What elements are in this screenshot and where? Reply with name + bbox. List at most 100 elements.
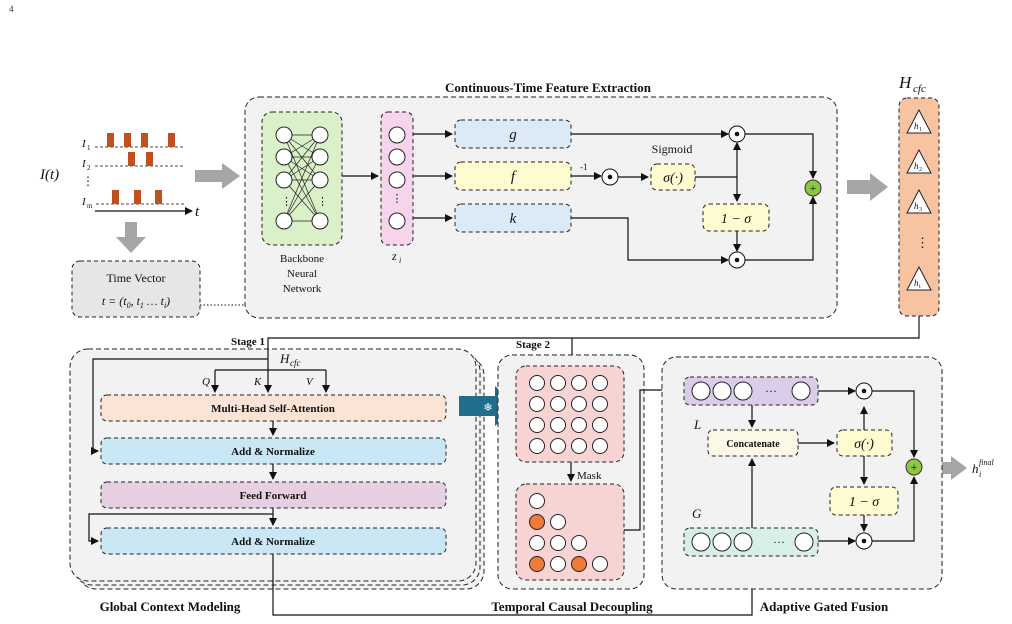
time-vector-box: Time Vector t = (t0, t1 … ti) (71, 260, 201, 318)
attention-cell (571, 438, 587, 454)
spike (155, 190, 162, 204)
hcfc-column: H cfc h 1 h 2 h 3 ⋮ h i (898, 73, 940, 317)
hcfc-connector (267, 316, 920, 349)
attention-cell (592, 417, 608, 433)
spike (107, 133, 114, 147)
backbone-edge (283, 179, 321, 222)
backbone-node (275, 212, 293, 230)
stage2-caption: Temporal Causal Decoupling (491, 599, 653, 614)
h-item-icon (906, 148, 932, 174)
spike (112, 190, 119, 204)
h-item-label: h (914, 161, 919, 171)
h-item-sub: i (919, 284, 921, 290)
backbone-node (311, 212, 329, 230)
h-vdots: ⋮ (916, 235, 929, 250)
signal-row-sub: 2 (87, 164, 91, 172)
fusion-panel: ··· L ··· G Concatenate σ(·) 1 − σ + A (661, 356, 943, 614)
mhsa-block (100, 394, 447, 422)
signal-vdots: ⋮ (82, 174, 94, 188)
backbone-edge (283, 134, 321, 181)
attention-cell (592, 396, 608, 412)
h-item-sub: 3 (919, 207, 922, 213)
sigmoid-title: Sigmoid (652, 142, 693, 156)
cfe-panel: Continuous-Time Feature Extraction ⋮⋮ Ba… (244, 80, 838, 319)
gray-arrow-icon (116, 222, 146, 253)
masked-cell (592, 556, 608, 572)
backbone-vdots: ⋮ (281, 196, 292, 208)
backbone-label-3: Network (283, 283, 322, 295)
l-label: L (693, 417, 701, 432)
attention-cell (550, 375, 566, 391)
stage1-hcfc: H (279, 351, 290, 366)
attention-cell (592, 375, 608, 391)
addnorm2-block (100, 527, 447, 555)
cfe-title: Continuous-Time Feature Extraction (445, 80, 652, 95)
hcfc-sub: cfc (913, 83, 926, 95)
attention-grid (529, 375, 608, 454)
g-dots: ··· (773, 535, 785, 549)
h-item-icon (906, 188, 932, 214)
signal-row-sub: m (87, 202, 93, 210)
h-item-icon (906, 265, 932, 291)
masked-cell (529, 556, 545, 572)
backbone-vdots: ⋮ (317, 196, 328, 208)
attention-cell (571, 417, 587, 433)
backbone-label-2: Neural (287, 268, 317, 280)
snowflake-icon: ❄ (483, 401, 492, 414)
gray-arrow-icon (195, 163, 240, 189)
backbone-label-1: Backbone (280, 253, 324, 265)
masked-cell (529, 493, 545, 509)
mhsa-label: Multi-Head Self-Attention (211, 403, 335, 415)
sigmoid-block (650, 163, 696, 191)
g-label: g (509, 127, 517, 143)
concat-label: Concatenate (726, 439, 780, 450)
g-label: G (692, 506, 702, 521)
output-sub: i (979, 470, 981, 479)
stage2-panel: Stage 2 Mask Temporal Causal Decoupling (491, 339, 653, 614)
attention-cell (550, 417, 566, 433)
k-label: k (510, 211, 517, 227)
masked-cell (550, 535, 566, 551)
backbone-edge (283, 156, 321, 222)
signal-row-label: I (81, 158, 87, 170)
h-item-label: h (914, 121, 919, 131)
plus-sign: + (810, 181, 817, 195)
z-sub: i (399, 256, 401, 265)
l-dots: ··· (765, 384, 777, 398)
backbone-node (275, 126, 293, 144)
time-vector-formula: t = (t0, t1 … ti) (102, 294, 170, 310)
plus-node-icon (905, 458, 923, 476)
attention-cell (529, 396, 545, 412)
backbone-node (275, 148, 293, 166)
h-item-label: h (914, 201, 919, 211)
addnorm2-label: Add & Normalize (231, 536, 315, 548)
z-label: z (391, 249, 397, 263)
backbone-node (275, 171, 293, 189)
signal-row-sub: 1 (87, 144, 91, 152)
plus-sign: + (911, 460, 918, 474)
attention-cell (529, 375, 545, 391)
k-label: K (253, 376, 262, 388)
backbone-nodes: ⋮⋮ (275, 126, 329, 230)
hcfc-label: H (898, 73, 913, 92)
h-item-label: h (914, 278, 919, 288)
one-minus-sigma-block (702, 203, 770, 232)
mask-label: Mask (577, 470, 602, 482)
backbone-node (311, 148, 329, 166)
signal-label: I(t) (39, 167, 59, 183)
h-item-icon (906, 108, 932, 134)
fusion-one-minus-sigma-label: 1 − σ (849, 495, 880, 510)
backbone-node (311, 171, 329, 189)
minus-one-label: -1 (580, 162, 588, 172)
stage1-hcfc-sub: cfc (290, 358, 301, 368)
addnorm1-block (100, 437, 447, 465)
plus-node-icon (804, 179, 822, 197)
input-signal: I(t) I 1 I 2 ⋮ I m t (39, 133, 200, 220)
stage2-label: Stage 2 (516, 339, 550, 351)
svg-text:⋮: ⋮ (392, 193, 403, 205)
spike (141, 133, 148, 147)
page-number: 4 (9, 4, 14, 14)
q-label: Q (202, 376, 210, 388)
masked-cell (529, 535, 545, 551)
